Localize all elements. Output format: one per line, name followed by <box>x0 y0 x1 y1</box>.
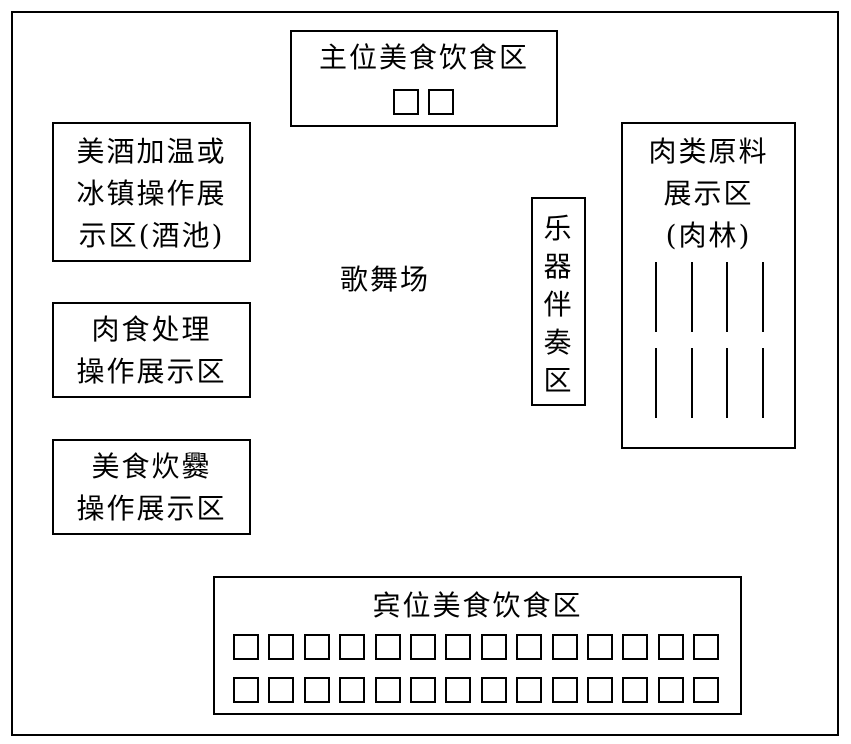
seat <box>587 677 613 703</box>
wine-line-1: 美酒加温或 <box>76 135 227 168</box>
meat-pole <box>726 348 728 418</box>
seat <box>551 634 578 660</box>
meat-display-line-1: 肉类原料 <box>648 135 769 168</box>
seat <box>428 89 454 115</box>
meat-pole <box>761 262 764 332</box>
seat <box>339 677 366 703</box>
wine-line-3: 示区(酒池) <box>78 219 225 252</box>
seat <box>410 634 436 660</box>
seat <box>587 634 613 660</box>
meat-pole <box>761 348 764 418</box>
music-char: 乐 <box>543 212 574 245</box>
cooking-line-1: 美食炊爨 <box>91 450 212 483</box>
seat <box>657 677 684 703</box>
host-dining-label: 主位美食饮食区 <box>318 41 529 74</box>
seat <box>268 634 295 660</box>
seat <box>303 634 330 660</box>
wine-line-2: 冰镇操作展 <box>76 177 227 210</box>
seat <box>480 677 507 703</box>
seat <box>480 634 507 660</box>
music-char: 区 <box>543 364 574 397</box>
seat <box>303 677 330 703</box>
seat <box>393 89 419 115</box>
music-zone: 乐 器 伴 奏 区 <box>531 197 586 406</box>
music-char: 伴 <box>543 288 574 321</box>
meat-pole <box>655 262 657 332</box>
seat <box>374 677 401 703</box>
seat <box>516 677 543 703</box>
seat <box>516 634 543 660</box>
cooking-zone: 美食炊爨 操作展示区 <box>52 439 251 535</box>
meat-pole <box>690 262 693 332</box>
seat <box>268 677 295 703</box>
meat-processing-line-1: 肉食处理 <box>91 313 212 346</box>
cooking-line-2: 操作展示区 <box>76 492 227 525</box>
seat <box>657 634 684 660</box>
seat <box>233 634 259 660</box>
outer-border <box>11 11 839 736</box>
dance-floor-label: 歌舞场 <box>339 263 430 296</box>
meat-pole <box>726 262 728 332</box>
seat <box>622 634 649 660</box>
guest-dining-label: 宾位美食饮食区 <box>372 589 583 622</box>
meat-processing-zone: 肉食处理 操作展示区 <box>52 302 251 398</box>
meat-pole <box>655 348 657 418</box>
seat <box>445 677 472 703</box>
guest-dining-zone: 宾位美食饮食区 <box>213 576 742 715</box>
seat <box>339 634 366 660</box>
seat <box>693 677 720 703</box>
seat <box>410 677 436 703</box>
seat <box>233 677 259 703</box>
music-char: 器 <box>543 250 574 283</box>
music-char: 奏 <box>543 326 574 359</box>
seat <box>622 677 649 703</box>
host-dining-zone: 主位美食饮食区 <box>290 30 558 127</box>
wine-zone: 美酒加温或 冰镇操作展 示区(酒池) <box>52 122 251 262</box>
seat <box>374 634 401 660</box>
seat <box>551 677 578 703</box>
meat-display-line-3: (肉林) <box>665 219 752 252</box>
meat-display-zone: 肉类原料 展示区 (肉林) <box>621 122 796 449</box>
meat-pole <box>690 348 693 418</box>
seat <box>445 634 472 660</box>
meat-processing-line-2: 操作展示区 <box>76 355 227 388</box>
seat <box>693 634 720 660</box>
meat-display-line-2: 展示区 <box>663 177 754 210</box>
